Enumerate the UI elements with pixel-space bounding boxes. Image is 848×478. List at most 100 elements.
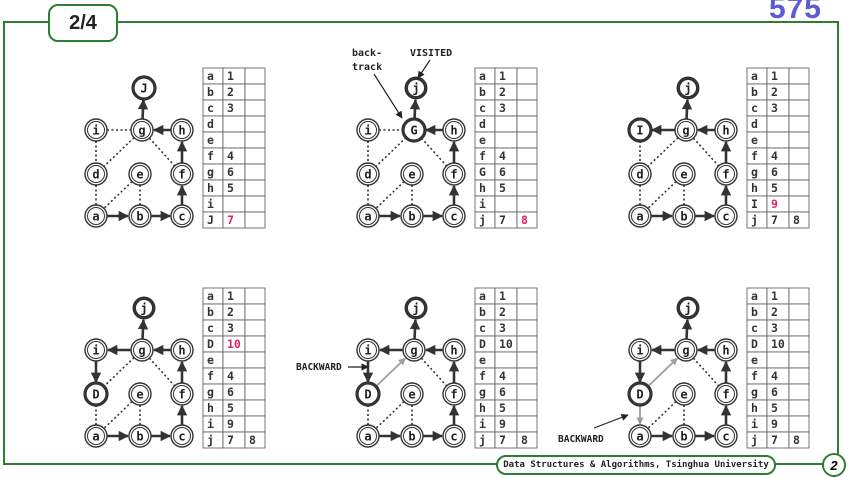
node-b: b: [672, 424, 696, 448]
node-b: b: [672, 204, 696, 228]
node-a-label: a: [92, 210, 99, 224]
node-e: e: [400, 382, 424, 406]
table-vertex-cell: c: [207, 321, 214, 335]
table-ftime-cell: 8: [521, 433, 528, 447]
table-vertex-cell: i: [751, 417, 758, 431]
node-i: i: [84, 338, 108, 362]
table-dtime-cell: 4: [227, 149, 234, 163]
dotted-edge-e-a: [375, 401, 405, 429]
node-i: I: [627, 117, 653, 143]
node-j: j: [132, 296, 156, 320]
dotted-edge-e-a: [103, 181, 133, 209]
node-c-label: c: [450, 210, 457, 224]
node-i-label: i: [364, 344, 371, 358]
tree-edge-g-j: [681, 318, 693, 340]
table-vertex-cell: e: [207, 133, 214, 147]
table-vertex-cell: a: [751, 289, 758, 303]
node-e: e: [672, 382, 696, 406]
table-dtime-cell: 3: [771, 101, 778, 115]
table-dtime-cell: 2: [771, 305, 778, 319]
table-dtime-cell: 10: [227, 337, 241, 351]
table-dtime-cell: 7: [499, 213, 506, 227]
table-dtime-cell: 5: [499, 401, 506, 415]
table-dtime-cell: 1: [771, 69, 778, 83]
dotted-edge-g-d: [647, 137, 679, 167]
dotted-edge-g-f: [692, 137, 720, 167]
backward-edge-d-g: [375, 357, 406, 388]
node-a: a: [628, 424, 652, 448]
node-h-label: h: [450, 344, 457, 358]
table-vertex-cell: f: [479, 149, 486, 163]
node-h: h: [714, 118, 738, 142]
node-e-label: e: [680, 168, 687, 182]
node-h: h: [170, 118, 194, 142]
node-c-label: c: [450, 430, 457, 444]
node-e-label: e: [408, 168, 415, 182]
table-vertex-cell: D: [207, 337, 214, 351]
node-b: b: [128, 424, 152, 448]
backtrack-callout: back- track: [352, 48, 403, 119]
table-dtime-cell: 4: [499, 369, 506, 383]
table-dtime-cell: 3: [227, 101, 234, 115]
node-g-label: g: [138, 124, 145, 138]
table-dtime-cell: 2: [227, 305, 234, 319]
table-vertex-cell: g: [479, 385, 486, 399]
node-g-label: g: [410, 344, 417, 358]
node-i-label: i: [92, 344, 99, 358]
table-dtime-cell: 7: [771, 213, 778, 227]
node-g: g: [130, 118, 154, 142]
dotted-edge-e-a: [647, 401, 677, 429]
step-indicator: 2/4: [48, 4, 118, 42]
table-vertex-cell: G: [479, 165, 486, 179]
table-vertex-cell: b: [207, 305, 214, 319]
node-b-label: b: [408, 210, 415, 224]
node-a: a: [84, 204, 108, 228]
node-h-label: h: [450, 124, 457, 138]
node-a: a: [628, 204, 652, 228]
table-vertex-cell: h: [751, 401, 758, 415]
node-f: f: [170, 382, 194, 406]
backtrack-label-line1: back-: [352, 48, 382, 59]
table-vertex-cell: j: [751, 213, 758, 227]
node-e: e: [128, 162, 152, 186]
table-vertex-cell: a: [479, 69, 486, 83]
node-d-label: d: [92, 168, 99, 182]
table-vertex-cell: c: [479, 321, 486, 335]
node-a: a: [84, 424, 108, 448]
table-dtime-cell: 6: [499, 385, 506, 399]
node-f-label: f: [722, 168, 729, 182]
tree-edge-g-j: [409, 98, 421, 120]
node-d-label: d: [636, 168, 643, 182]
table-vertex-cell: e: [207, 353, 214, 367]
table-vertex-cell: j: [479, 433, 486, 447]
node-h-label: h: [178, 124, 185, 138]
node-e-label: e: [408, 388, 415, 402]
table-dtime-cell: 2: [227, 85, 234, 99]
node-j: j: [676, 296, 700, 320]
node-j-label: j: [140, 302, 147, 316]
table-vertex-cell: d: [479, 117, 486, 131]
node-f-label: f: [450, 388, 457, 402]
table-vertex-cell: g: [751, 165, 758, 179]
dotted-edge-e-a: [647, 181, 677, 209]
table-vertex-cell: f: [751, 149, 758, 163]
table-ftime-cell: 8: [521, 213, 528, 227]
node-i: i: [628, 338, 652, 362]
table-vertex-cell: g: [207, 165, 214, 179]
table-vertex-cell: h: [751, 181, 758, 195]
node-c: c: [170, 204, 194, 228]
table-vertex-cell: j: [207, 433, 214, 447]
table-dtime-cell: 3: [499, 321, 506, 335]
node-h: h: [442, 338, 466, 362]
table-vertex-cell: f: [207, 149, 214, 163]
table-vertex-cell: h: [207, 401, 214, 415]
table-dtime-cell: 7: [771, 433, 778, 447]
node-a: a: [356, 424, 380, 448]
table-dtime-cell: 6: [771, 385, 778, 399]
